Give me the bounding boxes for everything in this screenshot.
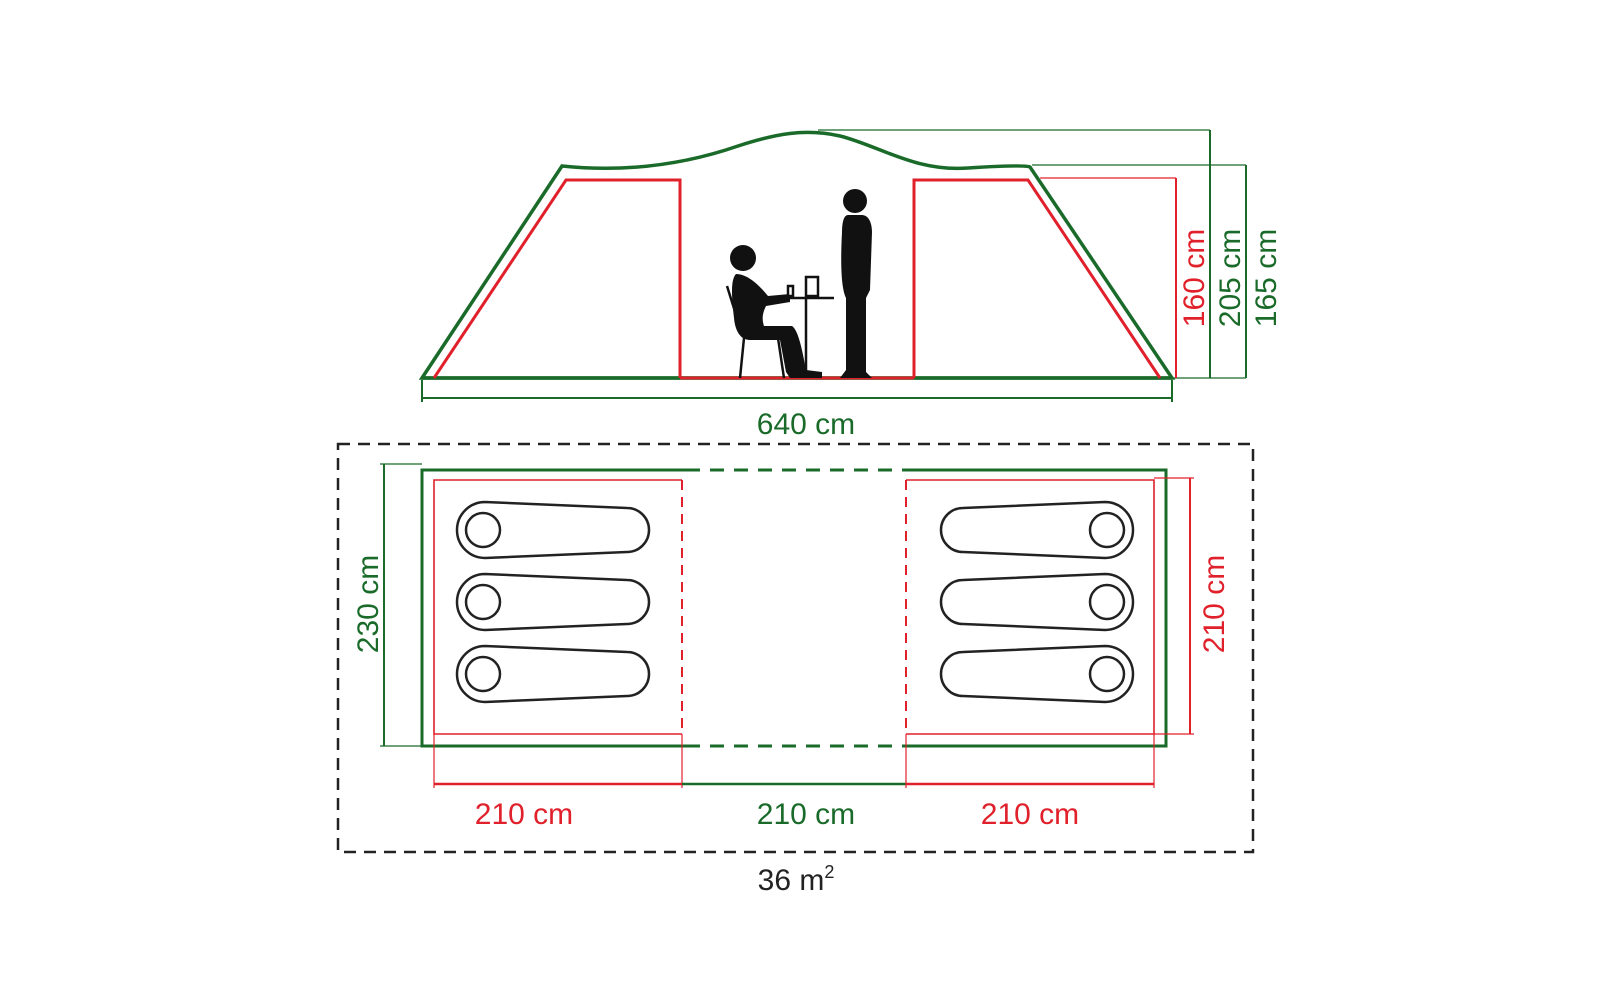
sleeping-bag-icon <box>939 500 1135 560</box>
side-outer-shell <box>418 130 1176 380</box>
side-left-bedroom <box>432 178 682 379</box>
footprint-dashed-outline <box>336 442 1255 854</box>
total-area-unit-sup: 2 <box>824 862 834 882</box>
door-height-label: 165 cm <box>1250 229 1283 327</box>
left-sleeping-bags <box>455 500 651 704</box>
bottom-dimensions <box>433 734 1155 788</box>
floor-plan: 230 cm 210 cm 210 cm 210 cm 210 cm 36 m2 <box>336 442 1255 897</box>
width-label: 230 cm <box>352 555 385 653</box>
floor-right-bedroom <box>905 479 1155 735</box>
side-view: 640 cm 160 cm 205 cm 165 cm <box>418 129 1283 441</box>
sleeping-bag-icon <box>939 644 1135 704</box>
floor-left-bedroom <box>433 479 683 735</box>
sleeping-bag-icon <box>455 500 651 560</box>
right-bedroom-length-label: 210 cm <box>981 798 1079 831</box>
sleeping-bag-icon <box>939 572 1135 632</box>
right-sleeping-bags <box>939 500 1135 704</box>
sleeping-bag-icon <box>455 644 651 704</box>
sleeping-bag-icon <box>455 572 651 632</box>
total-area-label: 36 m2 <box>758 862 835 897</box>
peak-height-label: 205 cm <box>1214 229 1247 327</box>
bedroom-depth-label: 210 cm <box>1198 555 1231 653</box>
chair-icon <box>725 285 786 379</box>
living-area-length-label: 210 cm <box>757 798 855 831</box>
length-label: 640 cm <box>757 408 855 441</box>
inner-height-label: 160 cm <box>1178 229 1211 327</box>
seated-person-icon <box>730 245 822 378</box>
table-icon <box>778 275 834 376</box>
total-area-value: 36 m <box>758 864 825 897</box>
floor-outer-shell <box>420 468 1168 748</box>
left-bedroom-length-label: 210 cm <box>475 798 573 831</box>
side-right-bedroom <box>912 178 1162 379</box>
standing-person-icon <box>840 189 872 378</box>
